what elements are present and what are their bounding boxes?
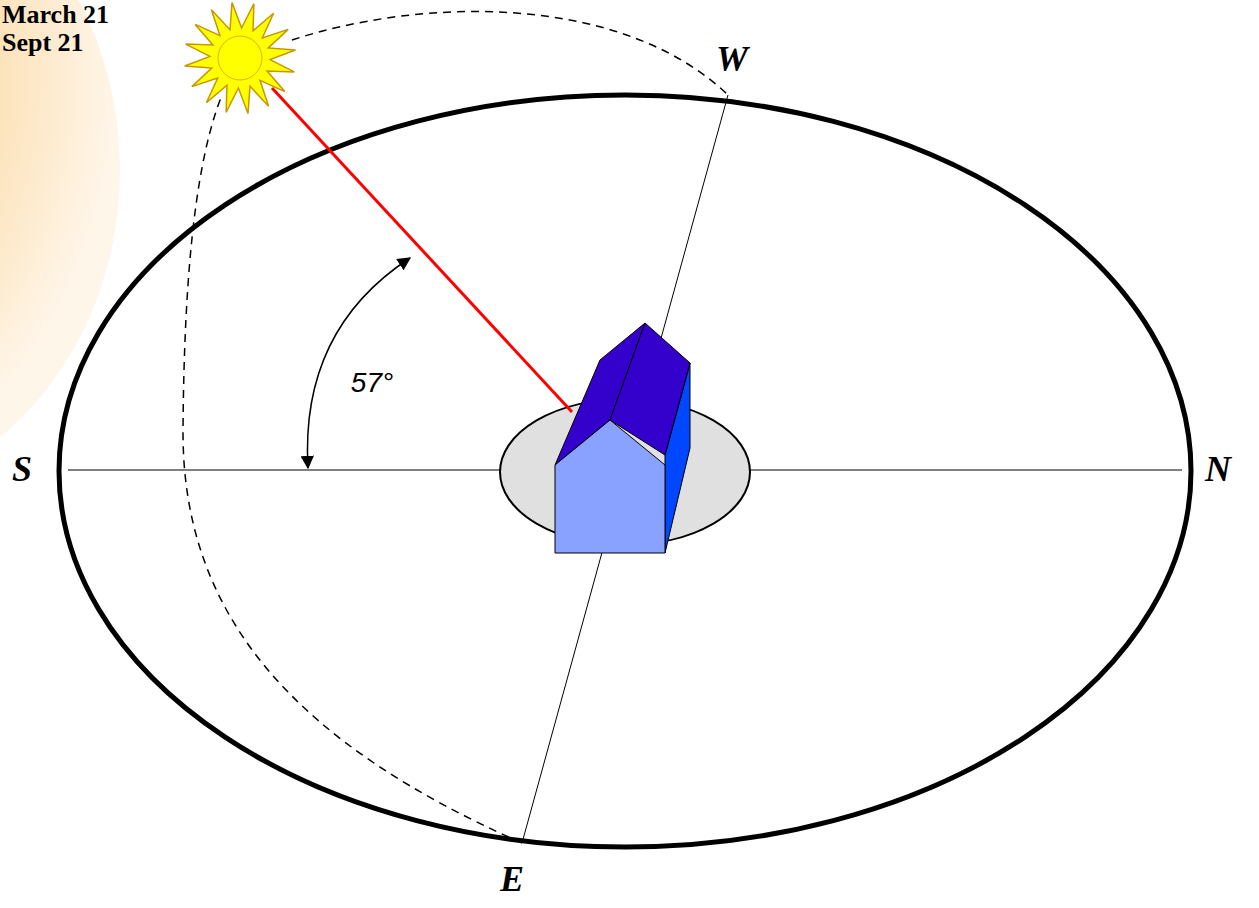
horizon-ellipse — [59, 95, 1191, 847]
glow-backdrop — [0, 0, 120, 500]
sun-path-dashed — [183, 95, 522, 843]
direction-letter: N — [1205, 449, 1231, 490]
direction-letter: S — [12, 449, 32, 490]
sun-symbol — [185, 3, 296, 114]
angle-arc — [307, 258, 410, 468]
sun-path-dashed — [292, 12, 728, 95]
house — [555, 323, 690, 553]
angle-value: 57° — [351, 367, 393, 399]
date-label: March 21 — [2, 0, 109, 30]
direction-letter: W — [716, 39, 748, 80]
sun-ray — [272, 88, 572, 412]
direction-letter: E — [500, 859, 524, 900]
date-label: Sept 21 — [2, 28, 84, 58]
